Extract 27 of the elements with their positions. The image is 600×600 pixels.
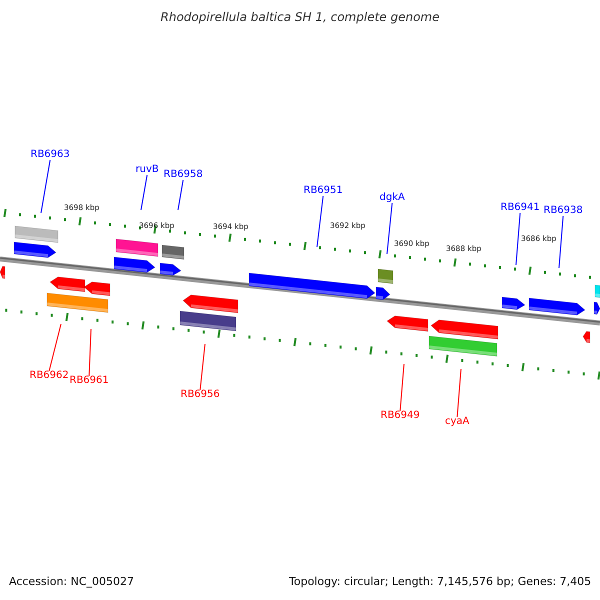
gene-label: RB6958 xyxy=(164,170,203,180)
leader-line xyxy=(48,324,62,372)
gene-label: RB6951 xyxy=(304,186,343,196)
map-title: Rhodopirellula baltica SH 1, complete genome xyxy=(160,11,440,23)
gene-label: RB6962 xyxy=(30,371,69,381)
genome-summary-text: Topology: circular; Length: 7,145,576 bp; Genes: 7,405 xyxy=(289,576,592,587)
leader-line xyxy=(200,344,206,390)
gene-label: RB6956 xyxy=(180,390,220,400)
leader-line xyxy=(316,196,324,248)
leader-line xyxy=(40,160,51,214)
leader-line xyxy=(140,174,148,210)
leader-line xyxy=(558,216,564,268)
gene-label: dgkA xyxy=(380,193,405,203)
gene-label: RB6938 xyxy=(544,206,583,216)
accession-text: Accession: NC_005027 xyxy=(9,576,134,587)
gene-label: ruvB xyxy=(136,165,159,175)
gene-label: cyaA xyxy=(445,417,470,427)
gene-label: RB6949 xyxy=(380,411,420,421)
leader-line xyxy=(178,180,184,210)
gene-label: RB6941 xyxy=(500,203,540,213)
leader-line xyxy=(386,202,393,254)
gene-label: RB6961 xyxy=(70,376,109,386)
leader-line xyxy=(516,212,521,266)
leader-line xyxy=(456,368,462,418)
leader-line xyxy=(88,328,92,376)
gene-label: RB6963 xyxy=(30,150,70,160)
leader-line xyxy=(400,364,404,412)
